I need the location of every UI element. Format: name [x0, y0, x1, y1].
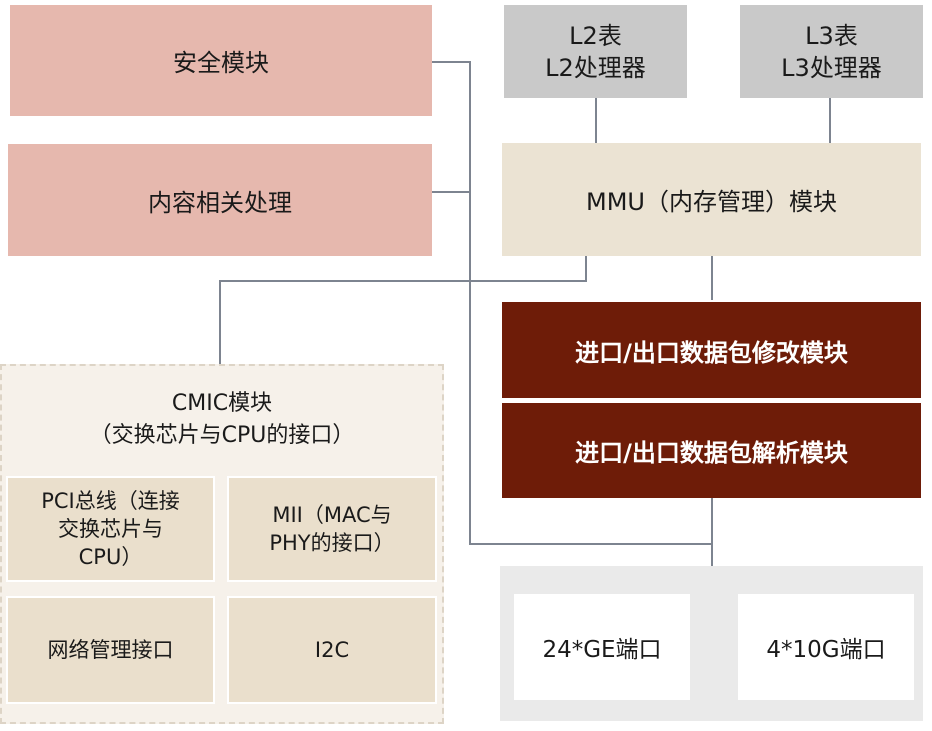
- pci-bus-box: PCI总线（连接 交换芯片与 CPU）: [6, 476, 215, 582]
- i2c-label: I2C: [314, 638, 350, 662]
- connector-vertical-main: [469, 61, 471, 545]
- l2-table-label: L2表: [569, 21, 622, 50]
- mmu-label: MMU（内存管理）模块: [586, 188, 837, 216]
- packet-modify-box: 进口/出口数据包修改模块: [502, 302, 921, 398]
- l3-table-label: L3表: [805, 21, 858, 50]
- ge-ports-label: 24*GE端口: [542, 637, 662, 663]
- ge-ports-box: 24*GE端口: [514, 594, 690, 700]
- packet-parse-label: 进口/出口数据包解析模块: [575, 439, 848, 467]
- packet-modify-label: 进口/出口数据包修改模块: [575, 338, 848, 367]
- connector-l3-mmu: [829, 98, 831, 143]
- connector-security-right: [432, 61, 470, 63]
- pci-line3: CPU）: [78, 545, 143, 569]
- connector-content-right: [432, 191, 470, 193]
- l2-processor-label: L2处理器: [545, 53, 646, 82]
- cmic-title-line1: CMIC模块: [171, 391, 273, 416]
- l3-processor-label: L3处理器: [781, 53, 882, 82]
- connector-port-vertical: [711, 498, 713, 566]
- connector-cmic-up: [219, 280, 221, 364]
- connector-mmu-left-down: [585, 256, 587, 282]
- connector-l2-mmu: [595, 98, 597, 143]
- 10g-ports-label: 4*10G端口: [766, 637, 886, 663]
- content-processing-label: 内容相关处理: [148, 188, 292, 217]
- l3-box: L3表 L3处理器: [740, 5, 923, 98]
- cmic-title-line2: （交换芯片与CPU的接口）: [89, 423, 355, 448]
- cmic-title: CMIC模块 （交换芯片与CPU的接口）: [2, 388, 442, 452]
- security-module-box: 安全模块: [10, 5, 432, 116]
- packet-parse-box: 进口/出口数据包解析模块: [502, 403, 921, 498]
- network-management-box: 网络管理接口: [6, 596, 215, 704]
- security-module-label: 安全模块: [173, 49, 269, 77]
- pci-line2: 交换芯片与: [58, 517, 163, 541]
- mii-box: MII（MAC与 PHY的接口）: [227, 476, 437, 582]
- mii-line2: PHY的接口）: [269, 531, 395, 555]
- network-management-label: 网络管理接口: [47, 638, 174, 662]
- pci-line1: PCI总线（连接: [41, 489, 180, 513]
- mmu-box: MMU（内存管理）模块: [502, 143, 921, 256]
- content-processing-box: 内容相关处理: [8, 144, 432, 256]
- connector-bottom-horizontal: [469, 543, 713, 545]
- mii-line1: MII（MAC与: [272, 503, 392, 527]
- 10g-ports-box: 4*10G端口: [738, 594, 914, 700]
- i2c-box: I2C: [227, 596, 437, 704]
- connector-mmu-left-horizontal: [219, 280, 587, 282]
- connector-mmu-down: [711, 256, 713, 300]
- l2-box: L2表 L2处理器: [504, 5, 687, 98]
